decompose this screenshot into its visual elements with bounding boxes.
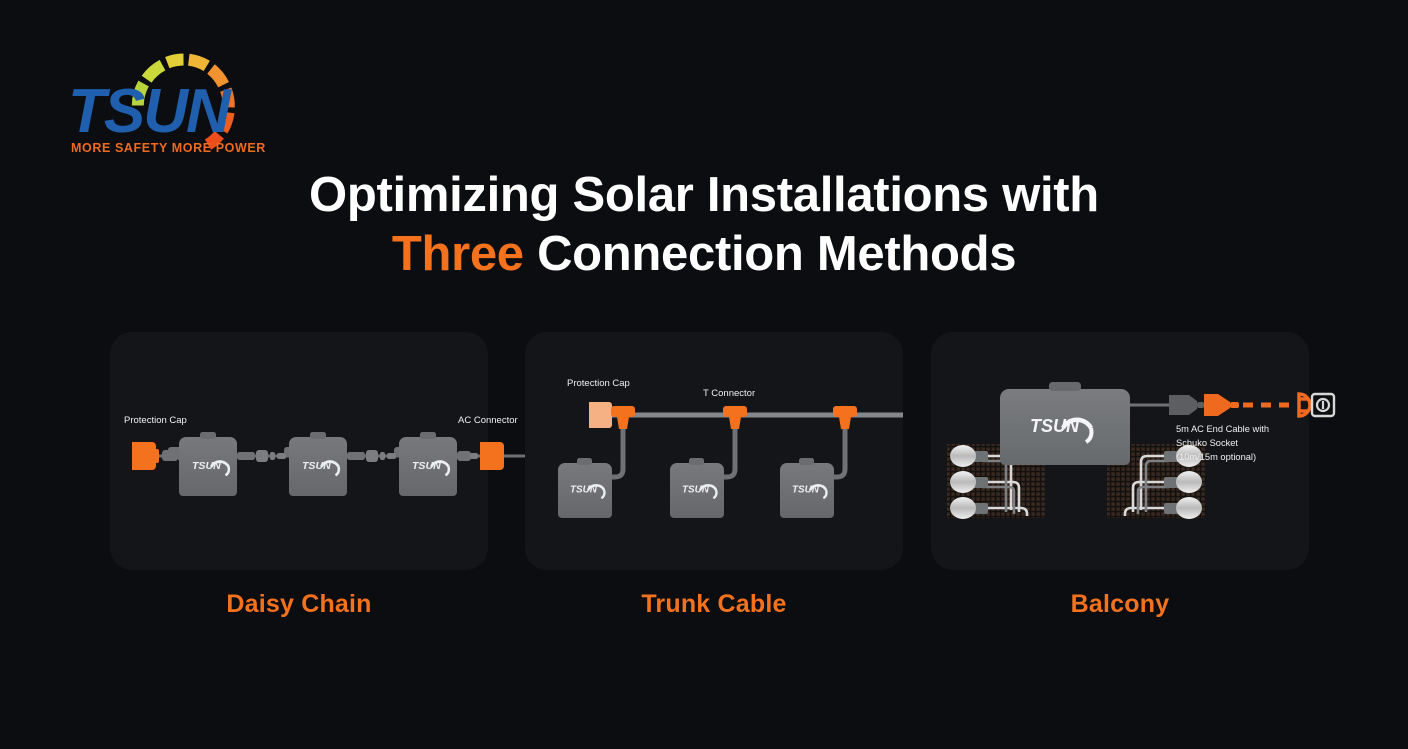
svg-text:TSUN: TSUN [68,77,232,146]
inline-connector-2 [366,450,396,462]
microinverter-2: TSUN [284,432,365,496]
daisy-chain-svg: Protection Cap TSUN [124,415,550,496]
microinverter-1: TSUN [558,458,612,518]
svg-text:TSUN: TSUN [792,484,820,495]
title-line-2: Three Connection Methods [0,227,1408,282]
drop-cable-1 [603,429,626,480]
panel-balcony[interactable]: TSUN [931,332,1336,570]
balcony-svg: TSUN [947,382,1336,519]
microinverter-3: TSUN [780,458,834,518]
device-tsun-logo: TSUN [682,484,718,500]
t-connector-1 [611,406,635,429]
label-cable-note-line2: Schuko Socket [1176,438,1238,448]
schuko-plug-icon [1297,392,1312,418]
device-tsun-logo: TSUN [412,460,451,477]
label-ac-connector: AC Connector [458,415,518,426]
drop-cable-2 [715,429,738,480]
tsun-sun-arc-logo: TSUN MORE SAFETY MORE POWER [68,53,266,155]
microinverter-main: TSUN [1000,382,1130,465]
microinverter-1: TSUN [162,432,255,496]
panel-captions: Daisy Chain Trunk Cable Balcony [0,590,1408,630]
tsun-logo: TSUN MORE SAFETY MORE POWER [68,44,328,159]
svg-text:TSUN: TSUN [682,484,710,495]
caption-trunk-cable: Trunk Cable [641,590,787,618]
protection-cap-icon [589,402,612,428]
label-protection-cap: Protection Cap [567,378,630,389]
svg-text:TSUN: TSUN [570,484,598,495]
device-tsun-logo: TSUN [1030,416,1094,444]
t-connector-3 [833,406,857,429]
label-t-connector: T Connector [703,388,755,399]
dc-cables-right-shadow [1136,459,1169,514]
connection-method-panels: Protection Cap TSUN [0,332,1408,572]
panel-daisy-chain[interactable]: Protection Cap TSUN [110,332,550,570]
label-cable-note-line1: 5m AC End Cable with [1176,424,1269,434]
dc-cables-right [1123,454,1169,516]
wall-socket-icon [1310,392,1336,418]
protection-cap-icon [132,442,159,470]
mc4-connector-left-3 [950,497,988,519]
ac-connector-icon [470,442,504,470]
mc4-connector-left-2 [950,471,988,493]
device-tsun-logo: TSUN [302,460,341,477]
panel-balcony-diagram: TSUN [931,332,1336,570]
microinverter-3: TSUN [394,432,471,496]
mc4-connector-right-1 [1164,445,1202,467]
inline-connector-1 [256,450,286,462]
ac-male-plug-icon [1169,395,1204,415]
drop-cable-3 [825,429,848,480]
mc4-connector-right-2 [1164,471,1202,493]
sun-arc-icon [131,53,235,150]
device-tsun-logo: TSUN [192,460,231,477]
title-line-2-rest: Connection Methods [523,226,1017,281]
device-tsun-logo: TSUN [570,484,606,500]
label-cable-note-line3: (10m/15m optional) [1176,452,1256,462]
panel-trunk-cable[interactable]: Protection Cap T Connector [525,332,903,570]
tsun-tagline: MORE SAFETY MORE POWER [71,141,266,155]
tsun-wordmark: TSUN [68,77,234,146]
trunk-cable-svg: Protection Cap T Connector [558,378,903,518]
panel-daisy-chain-diagram: Protection Cap TSUN [110,332,550,570]
microinverter-2: TSUN [670,458,724,518]
title-highlight-word: Three [391,226,524,281]
caption-daisy-chain: Daisy Chain [226,590,372,618]
mc4-connector-right-3 [1164,497,1202,519]
label-protection-cap: Protection Cap [124,415,187,426]
mc4-connector-left-1 [950,445,988,467]
device-tsun-logo: TSUN [792,484,828,500]
panel-trunk-cable-diagram: Protection Cap T Connector [525,332,903,570]
t-connector-2 [723,406,747,429]
ac-orange-plug-icon [1204,394,1239,416]
page-title: Optimizing Solar Installations with Thre… [0,168,1408,282]
title-line-1: Optimizing Solar Installations with [309,168,1099,222]
caption-balcony: Balcony [1070,590,1170,618]
